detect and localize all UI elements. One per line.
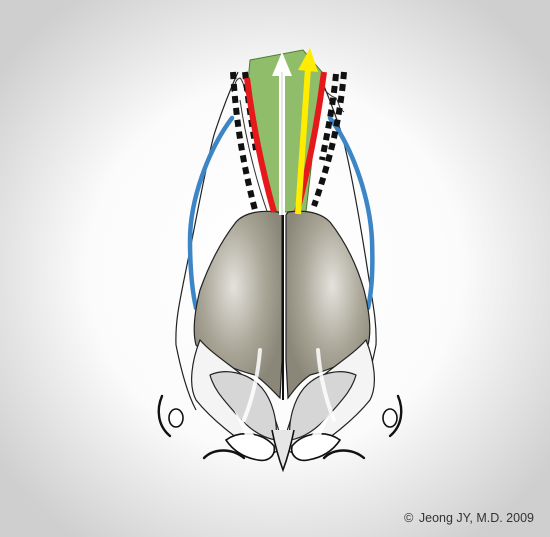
credit-text: Jeong JY, M.D. 2009: [419, 511, 534, 525]
copyright-icon: ©: [404, 511, 413, 525]
copyright-credit: © Jeong JY, M.D. 2009: [404, 511, 534, 525]
alar-knob-left: [169, 409, 183, 427]
alar-knob-right: [383, 409, 397, 427]
